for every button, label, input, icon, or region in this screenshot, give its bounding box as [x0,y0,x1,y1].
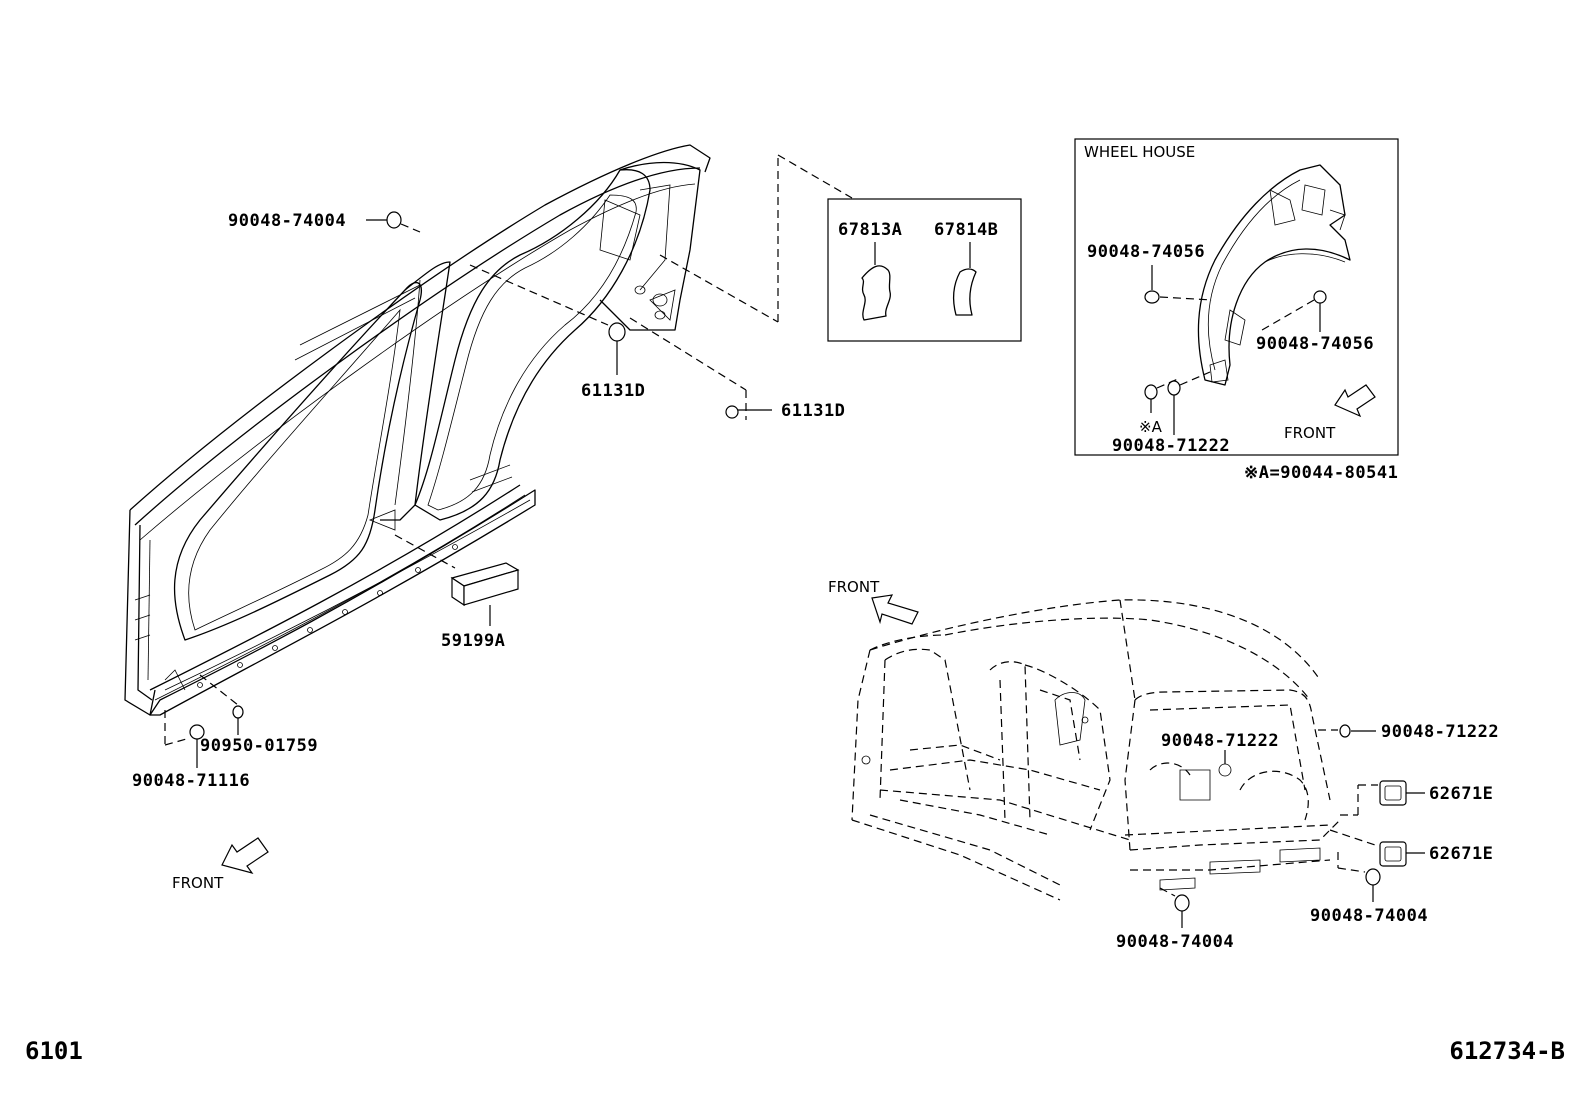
vehicle-body: FRONT [828,578,1341,901]
part-label: 90048-71116 [132,771,250,791]
callout-90048-71116: 90048-71116 [132,710,250,791]
part-label: 90048-74056 [1256,334,1374,354]
inset-note: ※A=90044-80541 [1244,463,1398,483]
callout-61131d-a: 61131D [469,264,645,401]
part-label: 62671E [1429,844,1493,864]
callout-62671e-a: 62671E [1340,780,1493,816]
inset-title: WHEEL HOUSE [1084,143,1195,161]
callout-61131d-b: 61131D [629,317,845,421]
mark-a: ※A [1139,418,1163,436]
part-label: 90048-74004 [228,211,346,231]
part-label: 59199A [441,631,505,651]
part-label: 61131D [581,381,645,401]
front-label: FRONT [828,578,880,596]
callout-90048-74004-top: 90048-74004 [228,211,421,233]
part-label: 67813A [838,220,902,240]
part-label: 90048-74004 [1310,906,1428,926]
part-label: 90048-71222 [1381,722,1499,742]
callout-90950-01759: 90950-01759 [199,674,318,756]
part-label: 61131D [781,401,845,421]
part-label: 90048-71222 [1161,731,1279,751]
footer-right-code: 612734-B [1449,1037,1565,1065]
part-label: 90048-74056 [1087,242,1205,262]
footer-left-code: 6101 [25,1037,83,1065]
callout-90048-74004-bottom: 90048-74004 [1116,887,1234,952]
callout-90048-74004-right: 90048-74004 [1310,852,1428,926]
seal-box-connector [659,154,853,323]
wheel-house-inset: WHEEL HOUSE 90048-74056 90048-74056 ※A 9… [1074,138,1399,456]
part-label: 67814B [934,220,998,240]
callout-90048-71222-vehicle-inner: 90048-71222 [1161,731,1279,764]
seal-box: 67813A 67814B [827,198,1022,342]
part-label: 90950-01759 [200,736,318,756]
callout-90048-71222-vehicle-outer: 90048-71222 [1318,722,1499,742]
part-label: 62671E [1429,784,1493,804]
part-label: 90048-71222 [1112,436,1230,456]
callout-62671e-b: 62671E [1329,829,1493,867]
side-panel-outer [124,144,711,716]
callout-59199a: 59199A [394,534,520,651]
part-label: 90048-74004 [1116,932,1234,952]
front-label: FRONT [1284,424,1336,442]
front-label: FRONT [172,874,224,892]
front-arrow-left: FRONT [172,837,269,892]
